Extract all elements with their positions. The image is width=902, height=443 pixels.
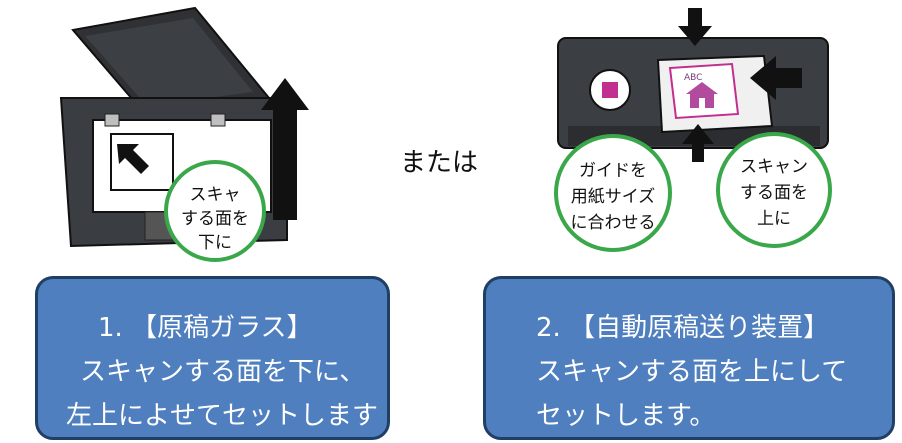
corner-arrow-icon xyxy=(117,144,149,174)
house-icon xyxy=(686,82,718,108)
left-bubble-line-3: 下に xyxy=(198,233,232,253)
house-door xyxy=(699,98,705,108)
hinge-left xyxy=(104,113,120,127)
guide-bubble-line-1: ガイドを xyxy=(579,161,647,181)
glass-panel-title: 1. 【原稿ガラス】 xyxy=(98,313,313,343)
down-arrow-icon xyxy=(678,8,712,46)
face-up-instruction-bubble: スキャン する面を 上に xyxy=(716,132,832,248)
up-arrow-icon xyxy=(682,124,714,162)
glass-panel-line-2: スキャンする面を下に、 xyxy=(80,357,366,387)
hinge-right xyxy=(210,113,226,127)
adf-instruction-panel: 2. 【自動原稿送り装置】 スキャンする面を上にして セットします。 xyxy=(483,276,895,440)
guide-bubble-line-2: 用紙サイズ xyxy=(570,187,656,207)
adf-scanner-illustration: ABC xyxy=(557,8,829,162)
adf-panel-line-3: セットします。 xyxy=(536,401,716,431)
adf-panel-title: 2. 【自動原稿送り装置】 xyxy=(536,313,830,343)
guide-instruction-bubble: ガイドを 用紙サイズ に合わせる xyxy=(554,134,672,252)
left-bubble-line-1: スキャ xyxy=(189,185,241,205)
face-bubble-line-2: する面を xyxy=(740,183,808,203)
insert-arrow-icon xyxy=(750,56,802,100)
face-bubble-line-1: スキャン xyxy=(740,157,808,177)
or-label: または xyxy=(400,148,479,178)
status-indicator-icon xyxy=(602,82,618,98)
paper-text: ABC xyxy=(684,73,702,83)
adf-panel-line-2: スキャンする面を上にして xyxy=(536,357,848,387)
left-instruction-bubble: スキャ する面を 下に xyxy=(164,160,266,262)
lid-inner-panel xyxy=(85,18,253,106)
glass-instruction-panel: 1. 【原稿ガラス】 スキャンする面を下に、 左上によせてセットします xyxy=(35,276,390,440)
glass-panel-line-3: 左上によせてセットします xyxy=(66,401,379,431)
guide-bubble-line-3: に合わせる xyxy=(570,213,656,233)
left-bubble-line-2: する面を xyxy=(181,209,249,229)
lid-lift-arrow-icon xyxy=(261,78,309,220)
face-bubble-line-3: 上に xyxy=(757,209,791,229)
